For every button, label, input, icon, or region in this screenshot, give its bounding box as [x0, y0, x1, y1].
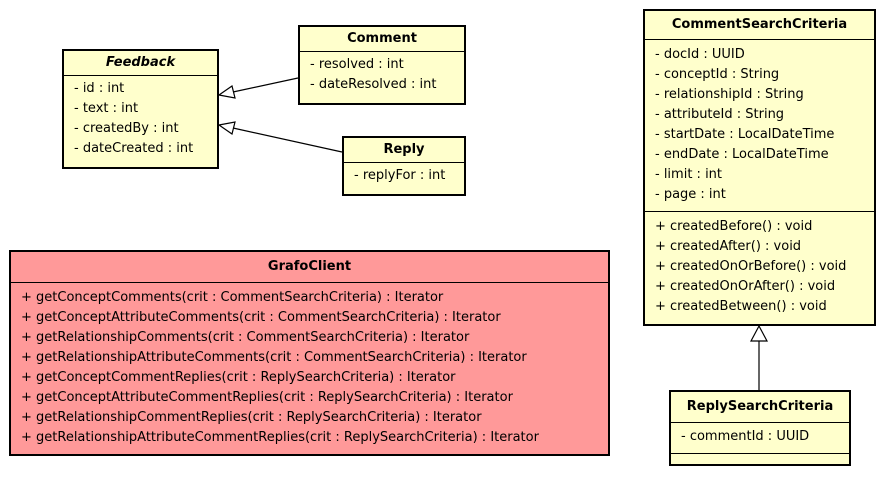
attribute: - page : int	[655, 187, 726, 202]
attribute: - text : int	[74, 101, 139, 116]
generalization-comment-feedback	[232, 77, 299, 93]
class-feedback[interactable]: Feedback - id : int - text : int - creat…	[62, 49, 219, 169]
attributes-section: - docId : UUID - conceptId : String - re…	[645, 40, 874, 212]
class-comment-search-criteria[interactable]: CommentSearchCriteria - docId : UUID - c…	[643, 9, 876, 326]
attribute: - dateResolved : int	[310, 77, 437, 92]
methods-section: + getConceptComments(crit : CommentSearc…	[11, 283, 608, 451]
methods-section	[671, 454, 849, 462]
method: + createdAfter() : void	[655, 239, 802, 254]
attributes-section: - replyFor : int	[344, 163, 464, 189]
method: + getConceptCommentReplies(crit : ReplyS…	[21, 370, 456, 385]
attributes-section: - commentId : UUID	[671, 423, 849, 454]
class-grafo-client[interactable]: GrafoClient + getConceptComments(crit : …	[9, 250, 610, 456]
class-name: Feedback	[64, 51, 217, 76]
generalization-arrowhead-replysearch	[750, 324, 768, 342]
attribute: - limit : int	[655, 167, 723, 182]
method: + getConceptComments(crit : CommentSearc…	[21, 290, 444, 305]
attribute: - relationshipId : String	[655, 87, 804, 102]
attribute: - dateCreated : int	[74, 141, 194, 156]
method: + createdBetween() : void	[655, 299, 827, 314]
method: + getRelationshipAttributeCommentReplies…	[21, 430, 539, 445]
attribute: - startDate : LocalDateTime	[655, 127, 835, 142]
class-name: Reply	[344, 138, 464, 163]
class-comment[interactable]: Comment - resolved : int - dateResolved …	[298, 25, 466, 105]
method: + createdOnOrBefore() : void	[655, 259, 847, 274]
generalization-arrowhead-reply	[217, 121, 236, 135]
method: + createdBefore() : void	[655, 219, 813, 234]
attribute: - resolved : int	[310, 57, 404, 72]
attribute: - replyFor : int	[354, 168, 446, 183]
attribute: - endDate : LocalDateTime	[655, 147, 829, 162]
methods-section: + createdBefore() : void + createdAfter(…	[645, 212, 874, 320]
method: + getConceptAttributeComments(crit : Com…	[21, 310, 501, 325]
generalization-reply-feedback	[232, 127, 343, 153]
attribute: - conceptId : String	[655, 67, 780, 82]
class-reply-search-criteria[interactable]: ReplySearchCriteria - commentId : UUID	[669, 390, 851, 466]
attribute: - id : int	[74, 81, 125, 96]
generalization-arrowhead-comment	[217, 85, 236, 99]
attribute: - docId : UUID	[655, 47, 745, 62]
attribute: - commentId : UUID	[681, 429, 810, 444]
attribute: - createdBy : int	[74, 121, 179, 136]
attributes-section: - resolved : int - dateResolved : int	[300, 52, 464, 98]
method: + getRelationshipCommentReplies(crit : R…	[21, 410, 482, 425]
attribute: - attributeId : String	[655, 107, 785, 122]
class-name: ReplySearchCriteria	[671, 392, 849, 423]
method: + getConceptAttributeCommentReplies(crit…	[21, 390, 513, 405]
method: + createdOnOrAfter() : void	[655, 279, 836, 294]
method: + getRelationshipAttributeComments(crit …	[21, 350, 527, 365]
class-name: Comment	[300, 27, 464, 52]
class-name: GrafoClient	[11, 252, 608, 283]
class-name: CommentSearchCriteria	[645, 11, 874, 40]
method: + getRelationshipComments(crit : Comment…	[21, 330, 470, 345]
attributes-section: - id : int - text : int - createdBy : in…	[64, 76, 217, 162]
class-reply[interactable]: Reply - replyFor : int	[342, 136, 466, 196]
